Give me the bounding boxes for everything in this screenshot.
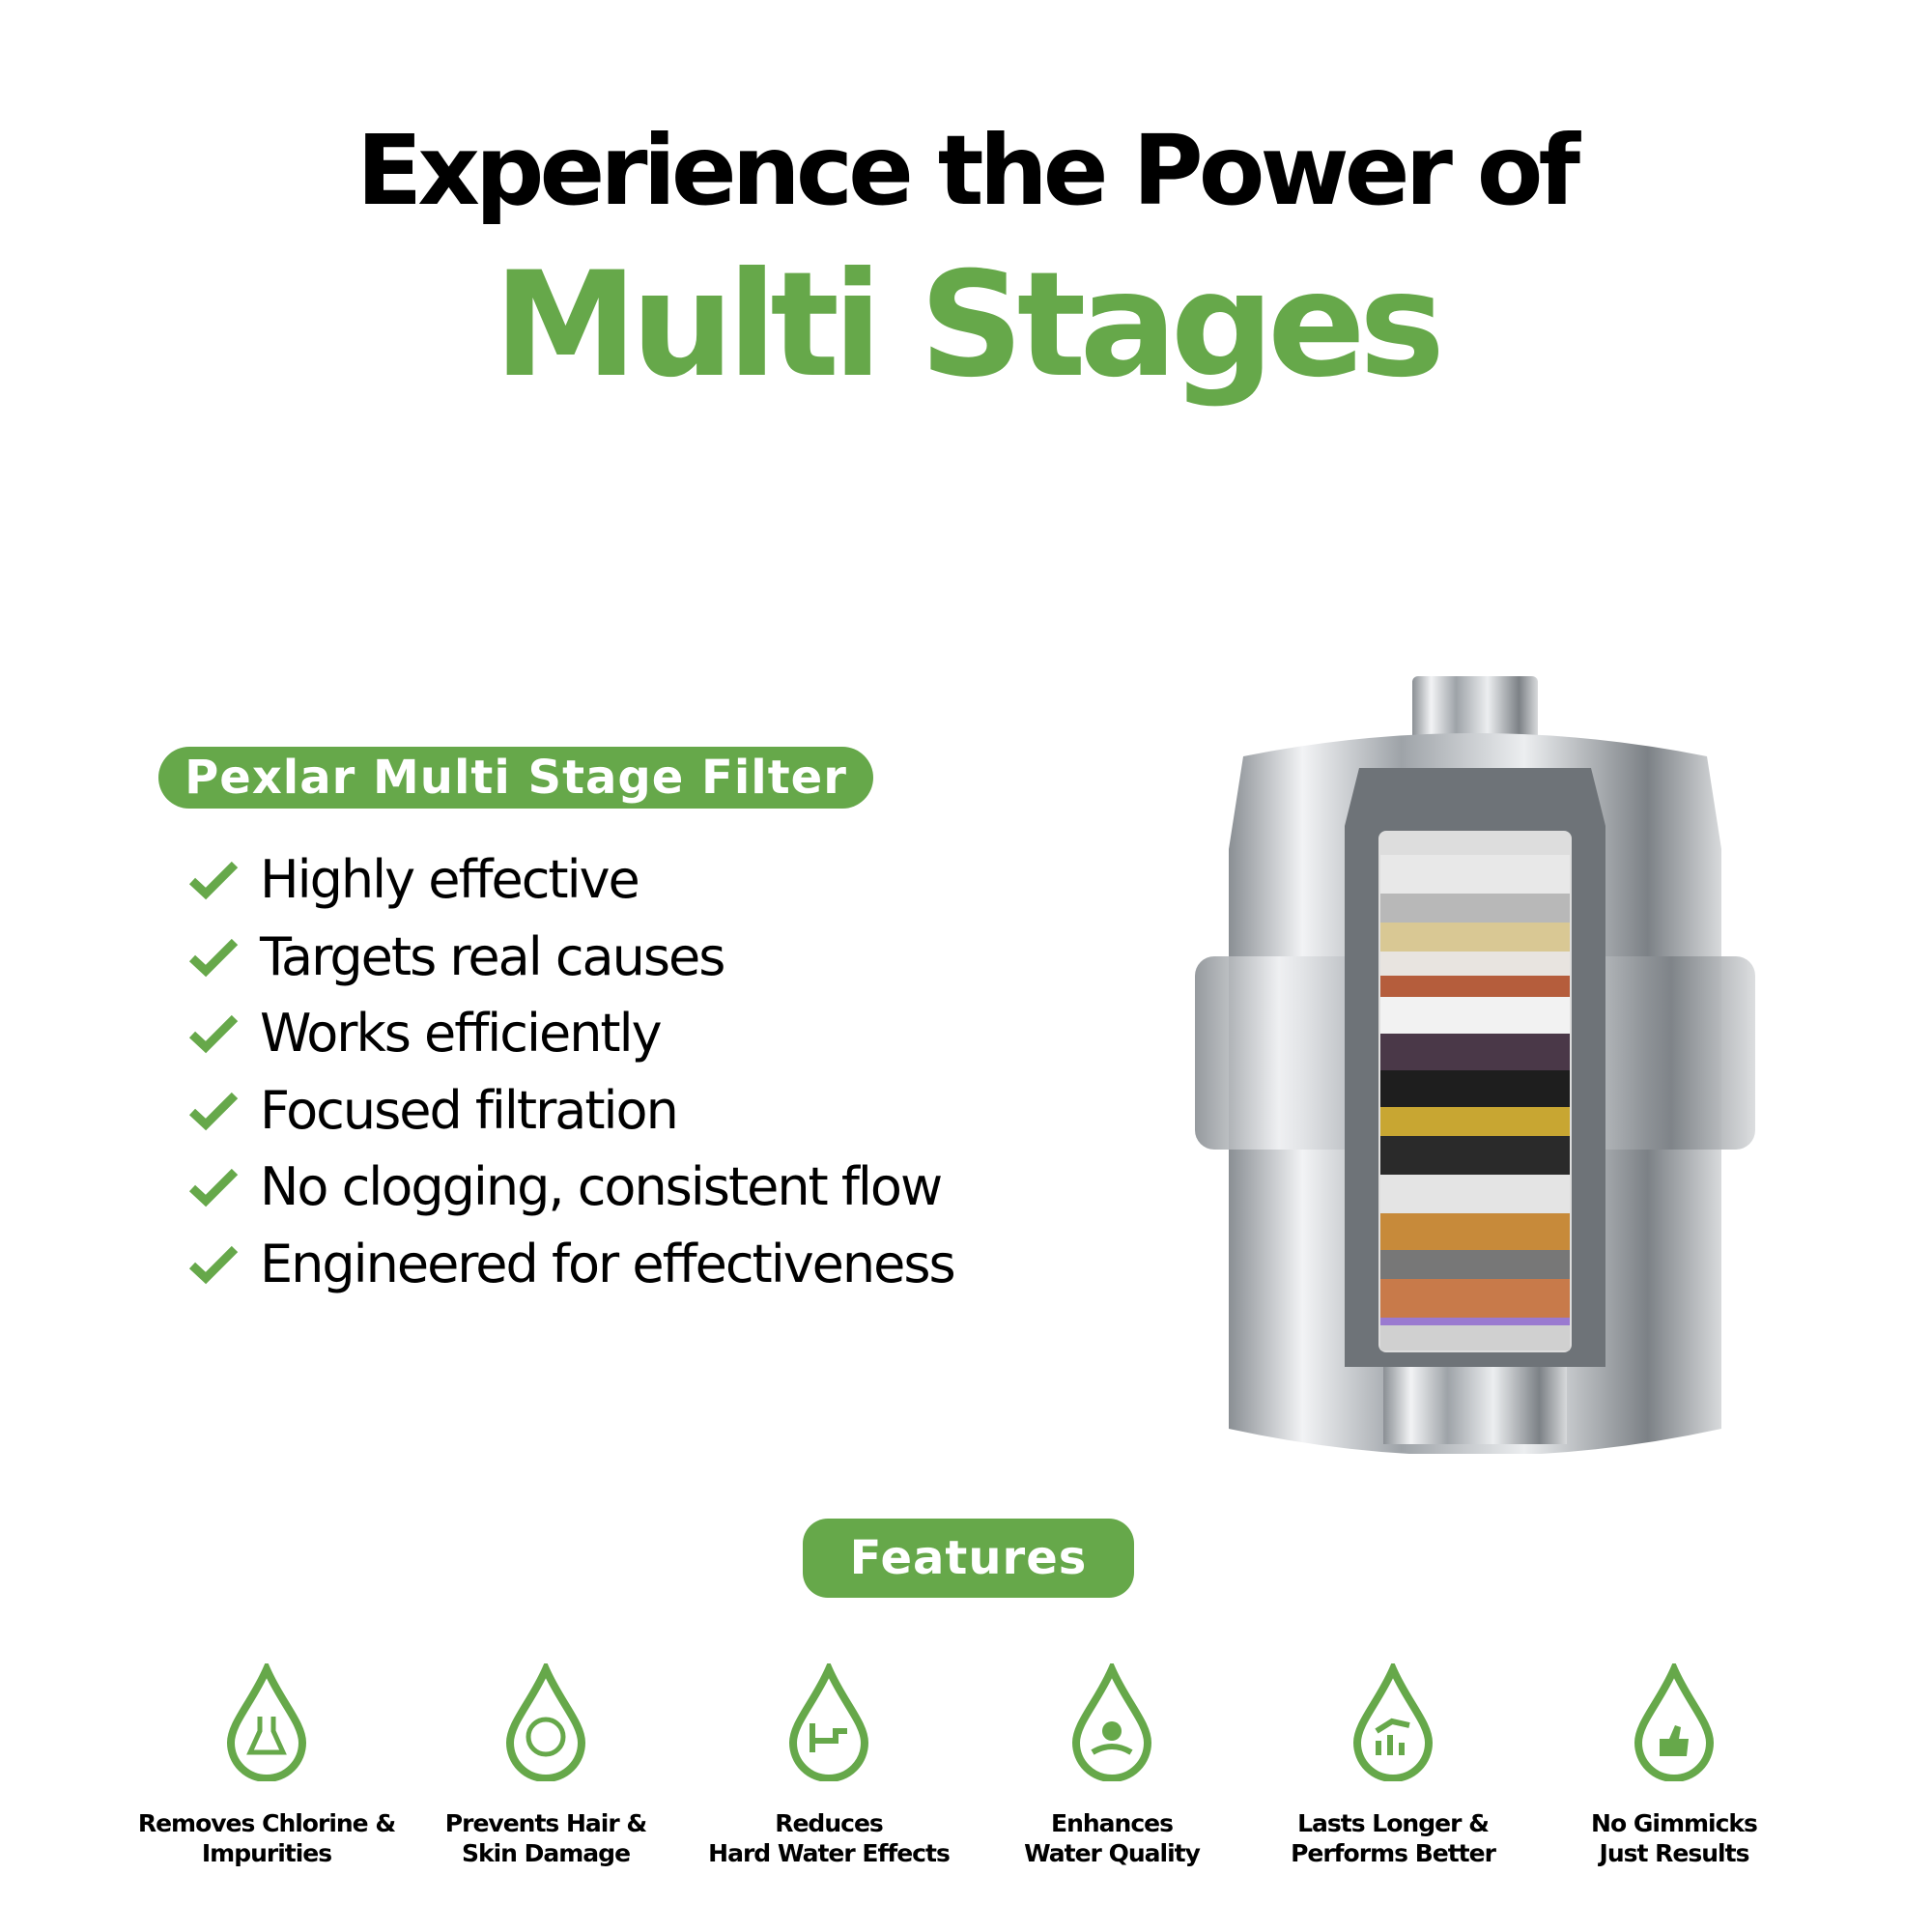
check-icon: [188, 1092, 239, 1131]
feature-label: Water Quality: [1024, 1839, 1201, 1867]
feature-item: Removes Chlorine &Impurities: [122, 1663, 412, 1868]
filter-product-image: [1195, 676, 1755, 1454]
check-icon: [188, 1245, 239, 1285]
thumbs-up-icon: [1634, 1663, 1715, 1781]
check-icon: [188, 1168, 239, 1208]
feature-label: Impurities: [201, 1839, 332, 1867]
benefit-text: Engineered for effectiveness: [260, 1233, 956, 1294]
check-icon: [188, 1014, 239, 1054]
headline-accent: Multi Stages: [493, 242, 1445, 410]
feature-label: Skin Damage: [461, 1839, 631, 1867]
flask-icon: [226, 1663, 307, 1781]
feature-item: Prevents Hair &Skin Damage: [401, 1663, 691, 1868]
features-badge: Features: [803, 1519, 1134, 1598]
benefit-text: Focused filtration: [260, 1079, 679, 1141]
benefit-item: Engineered for effectiveness: [188, 1230, 956, 1297]
feature-label: Just Results: [1599, 1839, 1750, 1867]
check-icon: [188, 861, 239, 900]
headline: Experience the Power of: [356, 114, 1580, 227]
faucet-icon: [788, 1663, 869, 1781]
benefit-item: Focused filtration: [188, 1076, 679, 1144]
water-quality-icon: [1071, 1663, 1152, 1781]
benefit-text: Highly effective: [260, 848, 640, 910]
feature-label: Lasts Longer &: [1297, 1809, 1490, 1837]
benefit-text: No clogging, consistent flow: [260, 1155, 943, 1217]
feature-label: Removes Chlorine &: [137, 1809, 396, 1837]
feature-item: Lasts Longer &Performs Better: [1248, 1663, 1538, 1868]
benefit-item: Targets real causes: [188, 923, 725, 990]
benefit-item: Works efficiently: [188, 999, 663, 1066]
feature-label: Enhances: [1051, 1809, 1174, 1837]
feature-label: Performs Better: [1291, 1839, 1496, 1867]
feature-label: No Gimmicks: [1591, 1809, 1758, 1837]
face-icon: [505, 1663, 586, 1781]
benefit-item: No clogging, consistent flow: [188, 1152, 943, 1220]
growth-chart-icon: [1352, 1663, 1434, 1781]
feature-label: Prevents Hair &: [444, 1809, 647, 1837]
feature-label: Hard Water Effects: [708, 1839, 951, 1867]
feature-label: Reduces: [775, 1809, 884, 1837]
benefit-text: Works efficiently: [260, 1002, 663, 1064]
benefit-item: Highly effective: [188, 845, 640, 913]
benefit-text: Targets real causes: [260, 925, 725, 987]
check-icon: [188, 938, 239, 978]
product-badge: Pexlar Multi Stage Filter: [158, 747, 873, 809]
